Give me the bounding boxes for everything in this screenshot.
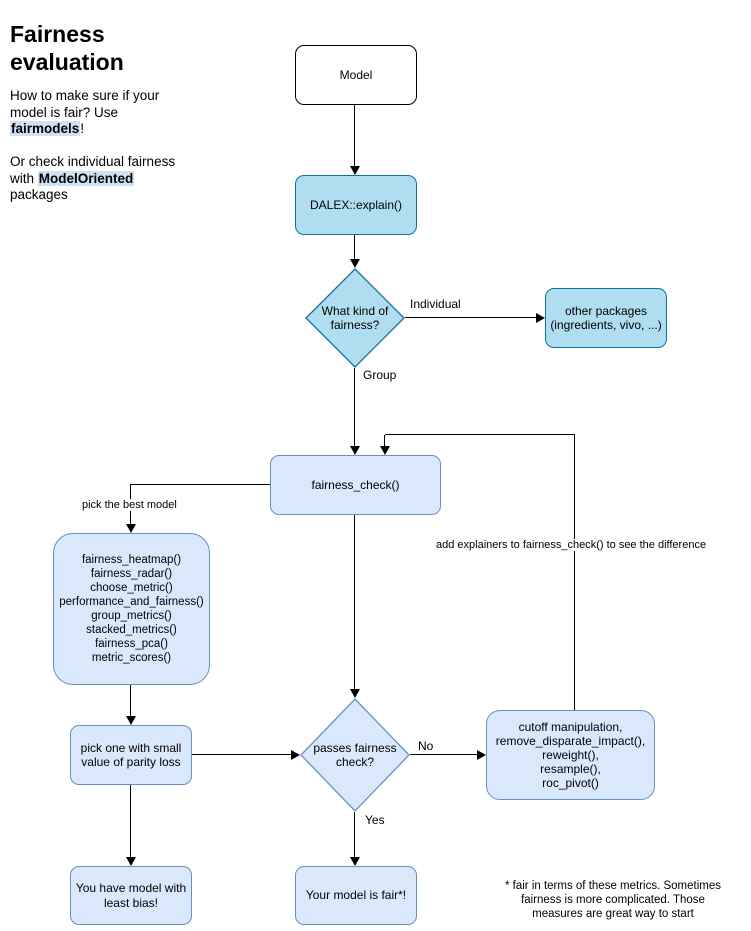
connector-dalex-kind: [354, 235, 355, 259]
decision-passes-label: passes fairness check?: [313, 740, 397, 770]
arrowhead-pickone-passes: [291, 750, 300, 760]
node-dalex-explain: DALEX::explain(): [295, 175, 417, 235]
connector-passes-fair: [354, 812, 355, 857]
node-least-bias: You have model with least bias!: [70, 866, 192, 925]
footnote: * fair in terms of these metrics. Someti…: [504, 880, 721, 920]
edge-label-individual: Individual: [408, 297, 463, 311]
arrowhead-kind-check: [350, 446, 360, 455]
arrowhead-model-dalex: [350, 166, 360, 175]
decision-what-kind-of-fairness: [305, 268, 405, 368]
intro-text-suffix: !: [80, 121, 85, 136]
connector-pickone-passes: [192, 754, 291, 755]
connector-pickone-leastbias: [130, 785, 131, 857]
node-other-packages: other packages (ingredients, vivo, ...): [545, 288, 667, 348]
connector-check-passes: [354, 515, 355, 689]
arrowhead-check-functions: [126, 524, 136, 533]
node-fairness-functions: fairness_heatmap() fairness_radar() choo…: [53, 533, 210, 685]
connector-kind-check: [354, 368, 355, 446]
edge-label-group: Group: [361, 368, 399, 382]
arrowhead-passes-fair: [350, 857, 360, 866]
connector-passes-mitigation: [410, 754, 477, 755]
secondary-text: Or check individual fairness with: [10, 154, 176, 186]
node-model: Model: [295, 45, 417, 105]
edge-label-yes: Yes: [363, 813, 387, 827]
arrowhead-check-passes: [350, 689, 360, 698]
node-mitigation-methods: cutoff manipulation, remove_disparate_im…: [486, 710, 655, 800]
arrowhead-feedback-check: [380, 446, 390, 455]
secondary-paragraph: Or check individual fairness with ModelO…: [10, 154, 196, 204]
fairmodels-highlight: fairmodels: [10, 121, 81, 136]
decision-what-kind-label: What kind of fairness?: [321, 303, 389, 333]
connector-feedback-top-h: [385, 434, 575, 435]
modeloriented-highlight: ModelOriented: [37, 170, 135, 186]
node-pick-one: pick one with small value of parity loss: [70, 725, 192, 785]
arrowhead-pickone-leastbias: [126, 857, 136, 866]
node-model-is-fair: Your model is fair*!: [295, 866, 417, 925]
connector-functions-pickone: [130, 685, 131, 716]
arrowhead-dalex-kind: [350, 259, 360, 268]
page-title: Fairness evaluation: [10, 21, 124, 75]
edge-label-no: No: [416, 739, 436, 753]
connector-check-functions-h: [131, 484, 270, 485]
connector-model-dalex: [354, 105, 355, 166]
intro-paragraph: How to make sure if your model is fair? …: [10, 88, 196, 138]
secondary-text-suffix: packages: [10, 187, 68, 202]
edge-label-pick-best: pick the best model: [80, 499, 179, 511]
arrowhead-kind-other: [536, 313, 545, 323]
decision-passes-fairness-check: [300, 698, 410, 812]
arrowhead-passes-mitigation: [477, 750, 486, 760]
connector-feedback-right-v: [574, 435, 575, 710]
edge-label-add-explainers: add explainers to fairness_check() to se…: [434, 539, 709, 551]
node-fairness-check: fairness_check(): [270, 455, 441, 515]
intro-text: How to make sure if your model is fair? …: [10, 88, 160, 120]
arrowhead-functions-pickone: [126, 716, 136, 725]
connector-kind-other: [405, 317, 536, 318]
connector-feedback-left-v: [384, 435, 385, 446]
